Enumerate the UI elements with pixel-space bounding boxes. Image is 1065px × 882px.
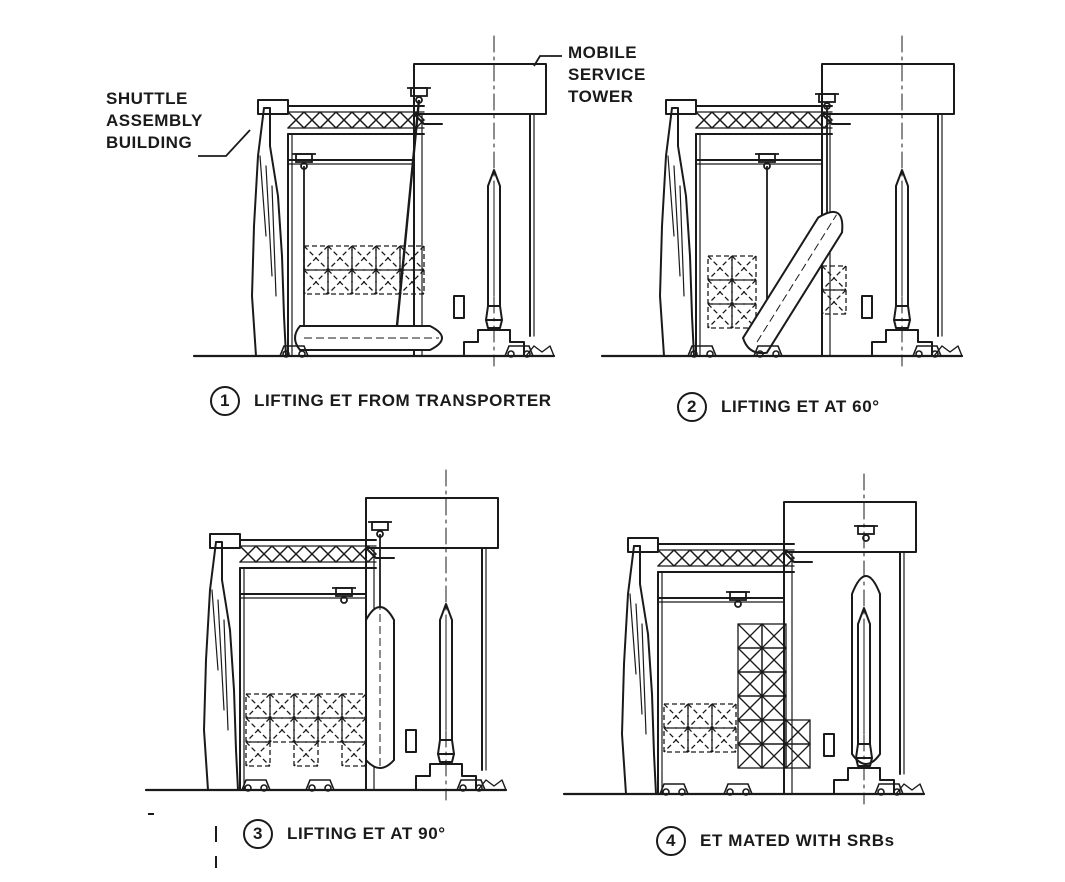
shuttle-assembly-building-label: SHUTTLE ASSEMBLY BUILDING [106,88,203,154]
caption-3: 3 LIFTING ET AT 90° [243,819,446,849]
panel-3-drawing [144,468,508,802]
label-line-shuttle: SHUTTLE [106,89,188,108]
label-line-mobile: MOBILE [568,43,638,62]
mobile-service-tower-leader [533,55,562,67]
panel-1-drawing [192,34,556,368]
label-line-service: SERVICE [568,65,646,84]
panel-2-drawing [600,34,964,368]
shuttle-assembly-leader [198,129,251,157]
caption-1-text: LIFTING ET FROM TRANSPORTER [254,391,552,410]
caption-2-text: LIFTING ET AT 60° [721,397,880,416]
caption-3-number: 3 [243,819,273,849]
caption-2-number: 2 [677,392,707,422]
caption-1: 1 LIFTING ET FROM TRANSPORTER [210,386,552,416]
label-line-building: BUILDING [106,133,193,152]
label-line-assembly: ASSEMBLY [106,111,203,130]
panel-4-drawing [562,472,926,806]
caption-4-text: ET MATED WITH SRBs [700,831,895,850]
caption-3-text: LIFTING ET AT 90° [287,824,446,843]
mobile-service-tower-label: MOBILE SERVICE TOWER [568,42,646,108]
caption-1-number: 1 [210,386,240,416]
label-line-tower: TOWER [568,87,634,106]
caption-2: 2 LIFTING ET AT 60° [677,392,880,422]
scan-marks [148,813,217,868]
caption-4: 4 ET MATED WITH SRBs [656,826,895,856]
caption-4-number: 4 [656,826,686,856]
